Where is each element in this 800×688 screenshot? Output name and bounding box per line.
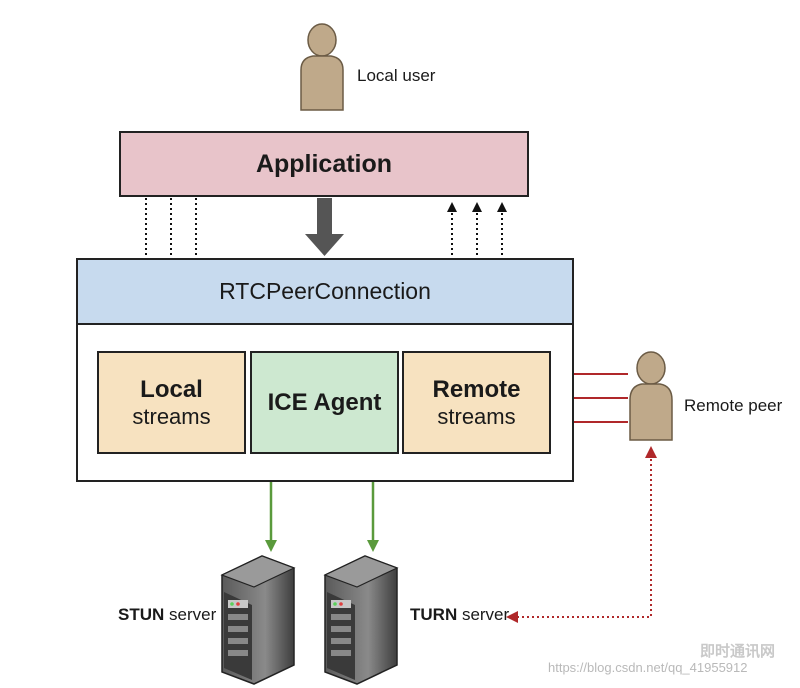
ice-agent-box: ICE Agent [250, 351, 399, 454]
local-user-icon [300, 23, 344, 111]
remote-streams-box: Remote streams [402, 351, 551, 454]
turn-server-label-bold: TURN [410, 605, 458, 624]
rtc-peer-connection-header: RTCPeerConnection [78, 260, 572, 325]
application-to-peerconnection-arrow [305, 198, 344, 256]
turn-server-label-rest: server [457, 605, 510, 624]
watermark-url: https://blog.csdn.net/qq_41955912 [548, 660, 748, 675]
application-label: Application [255, 149, 393, 178]
remote-peer-icon [629, 351, 673, 441]
local-streams-subtitle: streams [132, 403, 211, 429]
stun-server-label-bold: STUN [118, 605, 165, 624]
remote-streams-subtitle: streams [437, 403, 516, 429]
turn-relay-link [506, 446, 657, 623]
application-box: Application [119, 131, 529, 197]
turn-server-icon [323, 555, 399, 685]
stun-server-label: STUN server [118, 605, 216, 625]
ice-agent-label: ICE Agent [267, 388, 382, 416]
local-user-label: Local user [357, 66, 436, 85]
local-streams-title: Local [140, 375, 203, 403]
turn-server-label: TURN server [410, 605, 509, 625]
rtc-peer-connection-label: RTCPeerConnection [219, 278, 431, 304]
remote-streams-title: Remote [432, 375, 521, 403]
local-streams-box: Local streams [97, 351, 246, 454]
stun-server-icon [220, 555, 296, 685]
watermark-logo: 即时通讯网 [700, 643, 776, 660]
remote-peer-label: Remote peer [684, 396, 783, 415]
stun-server-label-rest: server [164, 605, 217, 624]
